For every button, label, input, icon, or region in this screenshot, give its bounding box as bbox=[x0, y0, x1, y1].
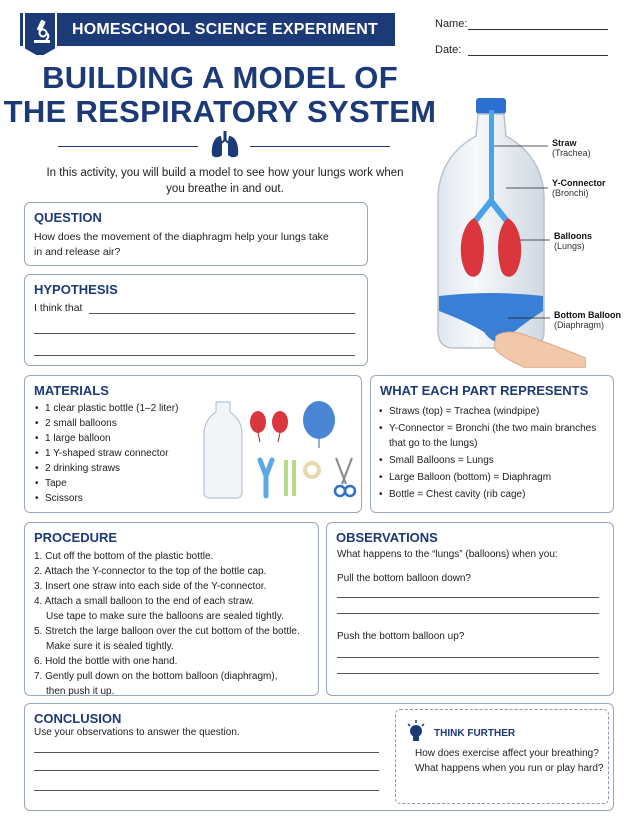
list-item: Straws (top) = Trachea (windpipe) bbox=[379, 404, 607, 419]
list-item: 1 Y-shaped straw connector bbox=[35, 446, 205, 461]
list-item: Small Balloons = Lungs bbox=[379, 453, 607, 468]
lightbulb-icon bbox=[406, 720, 426, 749]
list-item: Y-Connector = Bronchi (the two main bran… bbox=[379, 421, 607, 451]
conclusion-line-1[interactable] bbox=[34, 752, 379, 753]
conclusion-heading: CONCLUSION bbox=[34, 711, 122, 726]
list-item: Large Balloon (bottom) = Diaphragm bbox=[379, 470, 607, 485]
think-further-heading: THINK FURTHER bbox=[434, 728, 516, 739]
conclusion-line-3[interactable] bbox=[34, 790, 379, 791]
page-title-line1: BUILDING A MODEL OF bbox=[42, 60, 398, 95]
title-divider-left bbox=[58, 146, 198, 147]
page-title-line2: THE RESPIRATORY SYSTEM bbox=[3, 94, 437, 129]
list-item: 7. Gently pull down on the bottom balloo… bbox=[34, 671, 278, 682]
list-item: 6. Hold the bottle with one hand. bbox=[34, 656, 178, 667]
hypothesis-line-3[interactable] bbox=[34, 355, 355, 356]
think-further-box: THINK FURTHER How does exercise affect y… bbox=[395, 709, 609, 804]
conclusion-text: Use your observations to answer the ques… bbox=[34, 727, 240, 738]
conclusion-section: CONCLUSION Use your observations to answ… bbox=[24, 703, 614, 811]
parts-section: WHAT EACH PART REPRESENTS Straws (top) =… bbox=[370, 375, 614, 513]
list-item: Make sure it is sealed tightly. bbox=[46, 641, 174, 652]
hypothesis-line-2[interactable] bbox=[34, 333, 355, 334]
list-item: Tape bbox=[35, 476, 205, 491]
label-yconnector: Y-Connector (Bronchi) bbox=[552, 178, 606, 198]
list-item: 1 large balloon bbox=[35, 431, 205, 446]
list-item: 4. Attach a small balloon to the end of … bbox=[34, 596, 255, 607]
list-item: 1. Cut off the bottom of the plastic bot… bbox=[34, 551, 214, 562]
observation-push-line-2[interactable] bbox=[337, 673, 599, 674]
procedure-heading: PROCEDURE bbox=[34, 530, 118, 545]
list-item: Scissors bbox=[35, 491, 205, 506]
materials-illustration bbox=[200, 398, 360, 507]
bottle-model-diagram bbox=[436, 96, 587, 369]
observation-pull-prompt: Pull the bottom balloon down? bbox=[337, 573, 471, 584]
hypothesis-prompt: I think that bbox=[34, 302, 83, 314]
list-item: 5. Stretch the large balloon over the cu… bbox=[34, 626, 300, 637]
question-heading: QUESTION bbox=[34, 210, 102, 225]
y-connector-icon bbox=[257, 457, 275, 499]
label-straw: Straw (Trachea) bbox=[552, 138, 591, 158]
date-input-line[interactable] bbox=[468, 55, 608, 56]
observation-push-line-1[interactable] bbox=[337, 657, 599, 658]
list-item: 2 drinking straws bbox=[35, 461, 205, 476]
tape-icon bbox=[303, 461, 321, 479]
small-balloon-icon bbox=[250, 411, 266, 433]
question-text: How does the movement of the diaphragm h… bbox=[34, 231, 329, 258]
list-item: Bottle = Chest cavity (rib cage) bbox=[379, 487, 607, 502]
name-field-row: Name: bbox=[435, 18, 467, 30]
list-item: 2. Attach the Y-connector to the top of … bbox=[34, 566, 267, 577]
observations-heading: OBSERVATIONS bbox=[336, 530, 438, 545]
bottle-icon bbox=[203, 401, 243, 499]
straw-icon bbox=[284, 460, 288, 496]
microscope-icon bbox=[23, 13, 57, 57]
observation-push-prompt: Push the bottom balloon up? bbox=[337, 631, 465, 642]
hypothesis-line-1[interactable] bbox=[89, 313, 355, 314]
list-item: Use tape to make sure the balloons are s… bbox=[46, 611, 284, 622]
banner-title: HOMESCHOOL SCIENCE EXPERIMENT bbox=[72, 21, 378, 38]
name-input-line[interactable] bbox=[468, 29, 608, 30]
hypothesis-section: HYPOTHESIS I think that bbox=[24, 274, 368, 366]
list-item: 2 small balloons bbox=[35, 416, 205, 431]
parts-heading: WHAT EACH PART REPRESENTS bbox=[380, 383, 589, 398]
scissors-icon bbox=[333, 457, 357, 498]
observations-question: What happens to the “lungs” (balloons) w… bbox=[337, 549, 558, 560]
materials-heading: MATERIALS bbox=[34, 383, 109, 398]
list-item: 1 clear plastic bottle (1–2 liter) bbox=[35, 401, 205, 416]
label-bottom-balloon: Bottom Balloon (Diaphragm) bbox=[554, 310, 621, 330]
think-further-question-2: What happens when you run or play hard? bbox=[415, 763, 604, 774]
conclusion-line-2[interactable] bbox=[34, 770, 379, 771]
date-label: Date: bbox=[435, 44, 462, 56]
straw-icon bbox=[292, 460, 296, 496]
think-further-question-1: How does exercise affect your breathing? bbox=[415, 748, 599, 759]
observation-pull-line-1[interactable] bbox=[337, 597, 599, 598]
bottle-cap bbox=[476, 98, 506, 114]
title-divider-right bbox=[250, 146, 390, 147]
list-item: then push it up. bbox=[46, 686, 115, 697]
name-label: Name: bbox=[435, 18, 468, 30]
label-balloons: Balloons (Lungs) bbox=[554, 231, 593, 251]
date-field-row: Date: bbox=[435, 44, 461, 56]
observation-pull-line-2[interactable] bbox=[337, 613, 599, 614]
list-item: 3. Insert one straw into each side of th… bbox=[34, 581, 267, 592]
question-section: QUESTION How does the movement of the di… bbox=[24, 202, 368, 266]
observations-section: OBSERVATIONS What happens to the “lungs”… bbox=[326, 522, 614, 696]
hypothesis-heading: HYPOTHESIS bbox=[34, 282, 118, 297]
small-balloon-icon bbox=[272, 411, 288, 433]
intro-text: In this activity, you will build a model… bbox=[46, 167, 404, 195]
header-banner: HOMESCHOOL SCIENCE EXPERIMENT bbox=[20, 13, 395, 57]
procedure-steps: 1. Cut off the bottom of the plastic bot… bbox=[34, 549, 316, 699]
parts-list: Straws (top) = Trachea (windpipe) Y-Conn… bbox=[379, 404, 607, 502]
large-balloon-icon bbox=[303, 401, 335, 439]
materials-section: MATERIALS 1 clear plastic bottle (1–2 li… bbox=[24, 375, 362, 513]
materials-list: 1 clear plastic bottle (1–2 liter) 2 sma… bbox=[35, 401, 205, 506]
lungs-icon bbox=[209, 131, 241, 164]
procedure-section: PROCEDURE 1. Cut off the bottom of the p… bbox=[24, 522, 319, 699]
